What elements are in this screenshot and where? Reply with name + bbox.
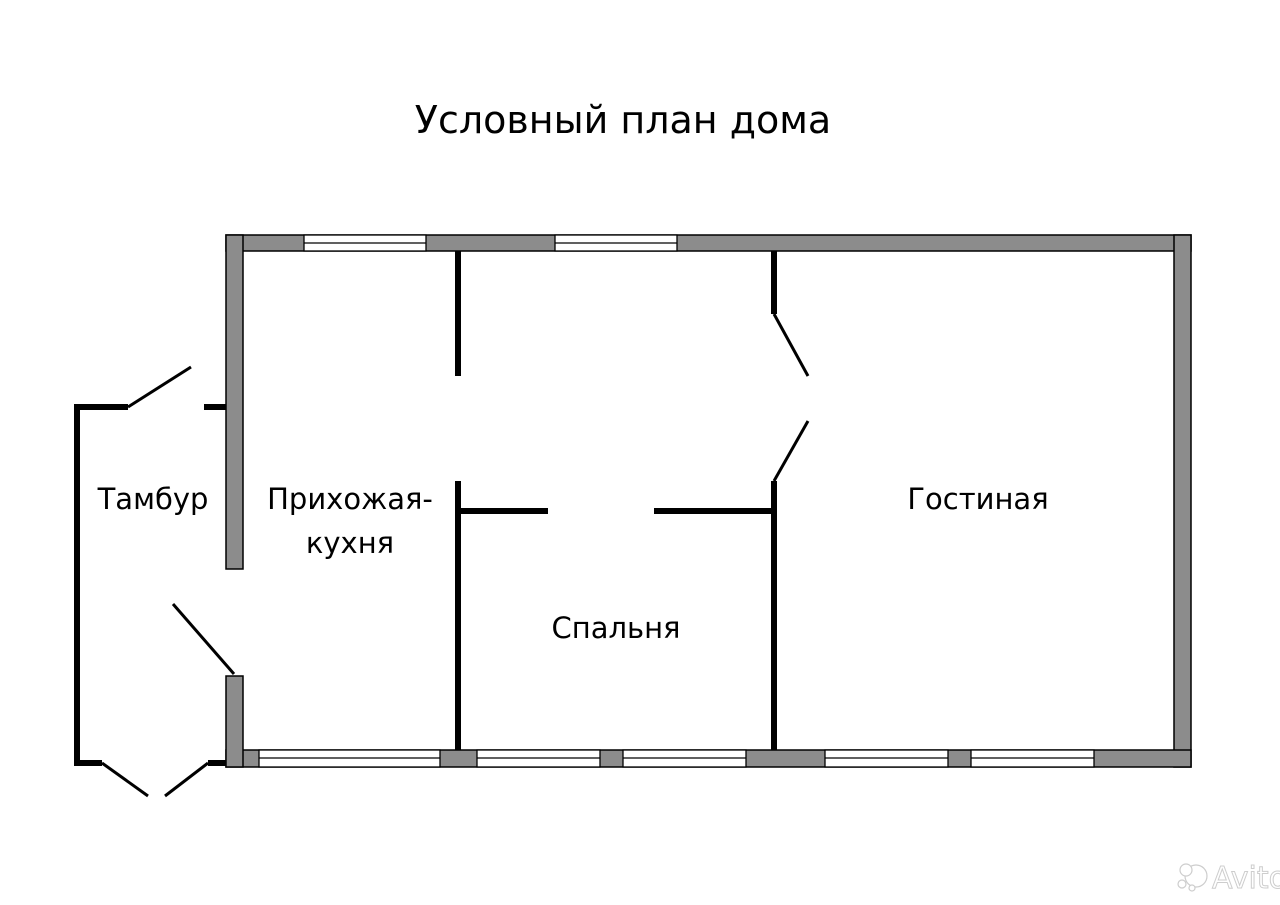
room-label-bedroom: Спальня bbox=[551, 611, 680, 645]
inner-walls bbox=[455, 251, 777, 750]
room-label-hallway-kitchen: Прихожая- bbox=[267, 482, 433, 516]
window bbox=[824, 749, 949, 768]
door-kitchen-entry bbox=[171, 603, 236, 675]
left-wall-upper bbox=[225, 234, 244, 570]
vestibule-walls bbox=[74, 404, 226, 766]
room-label-hallway-kitchen-2: кухня bbox=[306, 526, 394, 560]
door-living-upper bbox=[772, 313, 810, 377]
room-label-living-room: Гостиная bbox=[907, 482, 1048, 516]
windows bbox=[258, 234, 1095, 768]
window bbox=[970, 749, 1095, 768]
avito-logo-icon bbox=[1177, 863, 1208, 892]
left-wall-lower bbox=[225, 675, 244, 768]
doors bbox=[101, 313, 810, 798]
door-vestibule-entry-right bbox=[164, 761, 209, 798]
window bbox=[258, 749, 441, 768]
window bbox=[554, 234, 678, 252]
door-vestibule-entry-left bbox=[101, 761, 149, 798]
door-living-lower bbox=[772, 420, 810, 482]
plan-title: Условный план дома bbox=[415, 98, 831, 142]
window bbox=[303, 234, 427, 252]
right-wall bbox=[1173, 234, 1192, 768]
door-vestibule-top bbox=[127, 365, 192, 409]
room-label-vestibule: Тамбур bbox=[97, 482, 209, 516]
vestibule-outer-wall bbox=[74, 404, 128, 766]
avito-watermark: Avito bbox=[1177, 861, 1280, 897]
window bbox=[476, 749, 601, 768]
window bbox=[622, 749, 747, 768]
watermark-text: Avito bbox=[1212, 861, 1280, 896]
